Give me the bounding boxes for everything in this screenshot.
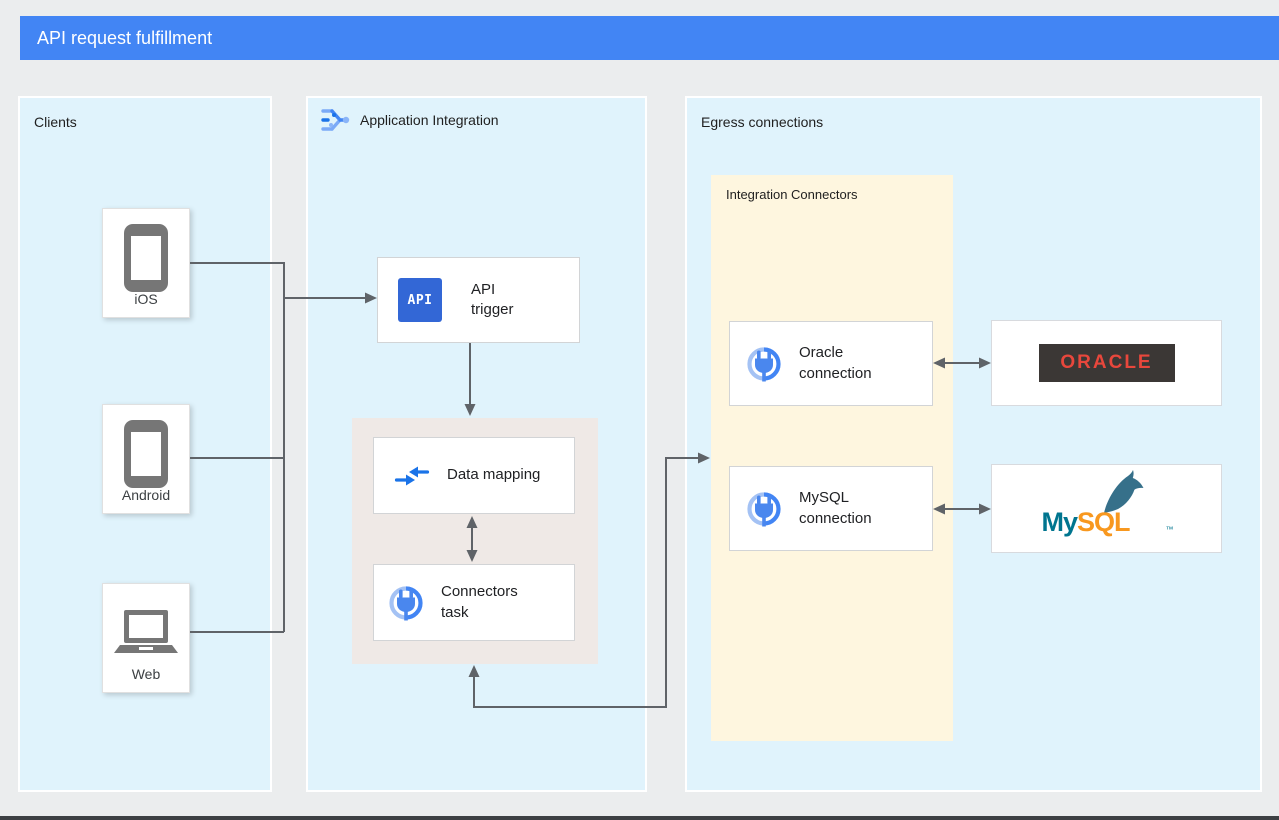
mysql-dolphin-icon bbox=[1098, 469, 1150, 514]
oracle-connection-label: Oracle connection bbox=[799, 344, 872, 382]
mysql-trademark: ™ bbox=[1165, 524, 1174, 534]
oracle-connection-node: Oracle connection bbox=[729, 321, 933, 406]
application-integration-label: Application Integration bbox=[360, 112, 499, 128]
data-mapping-label: Data mapping bbox=[447, 466, 541, 484]
diagram-title-bar: API request fulfillment bbox=[20, 16, 1279, 60]
client-card-android: Android bbox=[102, 404, 190, 514]
diagram-title: API request fulfillment bbox=[37, 27, 213, 48]
laptop-icon bbox=[103, 608, 189, 656]
mysql-logo-my: My bbox=[1041, 506, 1079, 537]
connectors-task-node: Connectors task bbox=[373, 564, 575, 641]
api-trigger-label: API trigger bbox=[471, 280, 514, 318]
mysql-logo: MySQL ™ bbox=[1041, 469, 1174, 544]
connectors-icon bbox=[743, 343, 785, 385]
data-mapping-icon bbox=[394, 463, 430, 489]
client-card-ios: iOS bbox=[102, 208, 190, 318]
egress-connections-label: Egress connections bbox=[701, 114, 824, 130]
data-mapping-node: Data mapping bbox=[373, 437, 575, 514]
mysql-endpoint-card: MySQL ™ bbox=[991, 464, 1222, 553]
client-label-android: Android bbox=[121, 487, 171, 503]
oracle-endpoint-card: ORACLE bbox=[991, 320, 1222, 406]
client-label-ios: iOS bbox=[134, 291, 158, 307]
application-integration-icon bbox=[320, 106, 350, 134]
client-label-web: Web bbox=[131, 666, 161, 682]
mysql-logo-sql: SQL bbox=[1077, 506, 1131, 537]
phone-icon bbox=[103, 419, 189, 489]
mysql-connection-node: MySQL connection bbox=[729, 466, 933, 551]
integration-connectors-container: Integration Connectors bbox=[711, 175, 953, 741]
clients-panel-label: Clients bbox=[34, 114, 77, 130]
application-integration-header: Application Integration bbox=[320, 106, 499, 134]
api-icon: API bbox=[398, 278, 442, 322]
connectors-icon bbox=[743, 488, 785, 530]
integration-connectors-label: Integration Connectors bbox=[726, 187, 858, 202]
connectors-icon bbox=[385, 582, 427, 624]
bottom-edge-bar bbox=[0, 816, 1279, 820]
connectors-task-label: Connectors task bbox=[441, 583, 518, 621]
oracle-logo: ORACLE bbox=[1038, 344, 1175, 382]
phone-icon bbox=[103, 223, 189, 293]
mysql-connection-label: MySQL connection bbox=[799, 489, 872, 527]
client-card-web: Web bbox=[102, 583, 190, 693]
api-trigger-node: API API trigger bbox=[377, 257, 580, 343]
